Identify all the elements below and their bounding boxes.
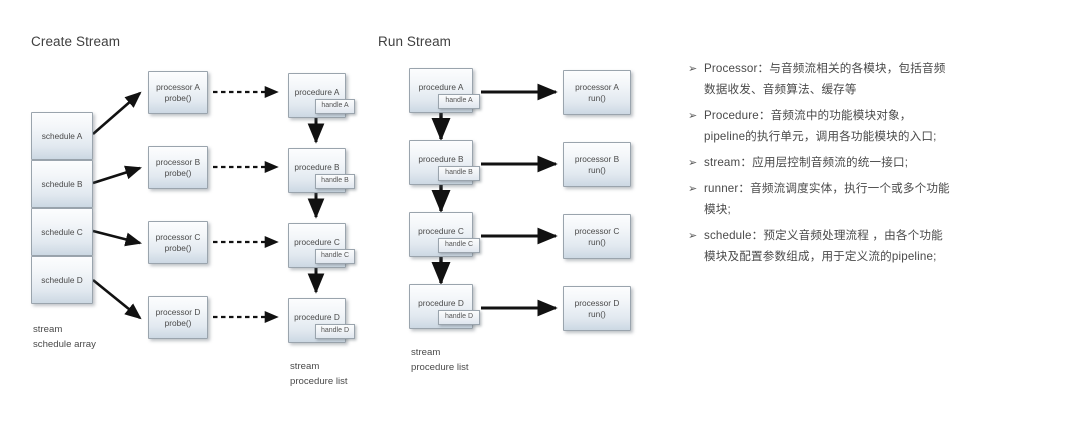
note-line: 模块;: [704, 203, 731, 216]
procedure-label: procedure C: [418, 226, 464, 236]
note-line: Procedure：音频流中的功能模块对象，: [704, 109, 912, 122]
run-procedure-box-a[interactable]: procedure A handle A: [409, 68, 480, 113]
handle-chip-d[interactable]: handle D: [315, 324, 355, 339]
create-procedure-list-caption: stream procedure list: [290, 360, 348, 390]
run-procedure-box-c[interactable]: procedure C handle C: [409, 212, 480, 257]
processor-method: probe(): [164, 242, 192, 253]
run-procedure-box-b[interactable]: procedure B handle B: [409, 140, 480, 185]
note-text: Procedure：音频流中的功能模块对象， pipeline的执行单元，调用各…: [704, 105, 936, 147]
note-line: Processor：与音频流相关的各模块，包括音频: [704, 62, 946, 75]
run-stream-title: Run Stream: [378, 34, 452, 49]
procedure-to-processor-arrows: [481, 83, 558, 317]
processor-method: probe(): [164, 92, 192, 103]
processor-name: processor C: [155, 231, 201, 242]
note-line: stream：应用层控制音频流的统一接口;: [704, 156, 909, 169]
schedule-to-processor-arrows: [92, 91, 143, 320]
note-line: 数据收发、音频算法、缓存等: [704, 83, 857, 96]
arrow-bullet-icon: ➢: [688, 109, 698, 122]
caption-line-2: schedule array: [33, 338, 96, 350]
caption-line-1: stream: [411, 347, 441, 358]
procedure-label: procedure D: [418, 298, 464, 308]
processor-method: run(): [588, 236, 606, 247]
run-procedure-list-caption: stream procedure list: [411, 346, 469, 376]
caption-line-2: procedure list: [290, 375, 348, 387]
note-text: Processor：与音频流相关的各模块，包括音频 数据收发、音频算法、缓存等: [704, 58, 945, 100]
schedule-array-caption: stream schedule array: [33, 323, 96, 353]
procedure-label: procedure A: [294, 87, 340, 97]
handle-chip-b[interactable]: handle B: [315, 174, 355, 189]
processor-name: processor A: [156, 81, 200, 92]
note-item-procedure: ➢ Procedure：音频流中的功能模块对象， pipeline的执行单元，调…: [688, 105, 1080, 147]
run-procedure-box-d[interactable]: procedure D handle D: [409, 284, 480, 329]
processor-name: processor D: [155, 306, 201, 317]
note-text: runner：音频流调度实体，执行一个或多个功能 模块;: [704, 178, 950, 220]
schedule-box-d[interactable]: schedule D: [31, 256, 93, 304]
arrow-bullet-icon: ➢: [688, 229, 698, 242]
handle-chip-a[interactable]: handle A: [315, 99, 355, 114]
processor-run-box-d[interactable]: processor D run(): [563, 286, 631, 331]
processor-name: processor B: [574, 153, 620, 164]
note-line: schedule：预定义音频处理流程 ，由各个功能: [704, 229, 943, 242]
create-stream-title: Create Stream: [31, 34, 121, 49]
arrow-bullet-icon: ➢: [688, 62, 698, 75]
processor-name: processor B: [155, 156, 201, 167]
processor-name: processor A: [575, 81, 619, 92]
create-procedure-box-d[interactable]: procedure D handle D: [288, 298, 355, 343]
note-line: pipeline的执行单元，调用各功能模块的入口;: [704, 130, 937, 143]
note-line: 模块及配置参数组成，用于定义流的pipeline;: [704, 250, 937, 263]
handle-chip-d[interactable]: handle D: [438, 310, 480, 325]
note-line: runner：音频流调度实体，执行一个或多个功能: [704, 182, 950, 195]
handle-chip-a[interactable]: handle A: [438, 94, 480, 109]
processor-probe-box-d[interactable]: processor D probe(): [148, 296, 208, 339]
processor-method: run(): [588, 308, 606, 319]
note-item-stream: ➢ stream：应用层控制音频流的统一接口;: [688, 152, 1080, 173]
processor-method: probe(): [164, 317, 192, 328]
create-procedure-box-a[interactable]: procedure A handle A: [288, 73, 355, 118]
schedule-box-c[interactable]: schedule C: [31, 208, 93, 256]
processor-probe-box-a[interactable]: processor A probe(): [148, 71, 208, 114]
note-text: schedule：预定义音频处理流程 ，由各个功能 模块及配置参数组成，用于定义…: [704, 225, 943, 267]
handle-chip-c[interactable]: handle C: [315, 249, 355, 264]
processor-to-procedure-arrows: [213, 86, 279, 323]
note-item-runner: ➢ runner：音频流调度实体，执行一个或多个功能 模块;: [688, 178, 1080, 220]
arrow-bullet-icon: ➢: [688, 182, 698, 195]
create-procedure-box-c[interactable]: procedure C handle C: [288, 223, 355, 268]
procedure-label: procedure B: [418, 154, 464, 164]
processor-method: run(): [588, 164, 606, 175]
caption-line-2: procedure list: [411, 361, 469, 373]
processor-run-box-c[interactable]: processor C run(): [563, 214, 631, 259]
note-item-schedule: ➢ schedule：预定义音频处理流程 ，由各个功能 模块及配置参数组成，用于…: [688, 225, 1080, 267]
caption-line-1: stream: [290, 361, 320, 372]
schedule-label: schedule C: [41, 226, 83, 237]
note-item-processor: ➢ Processor：与音频流相关的各模块，包括音频 数据收发、音频算法、缓存…: [688, 58, 1080, 100]
procedure-label: procedure D: [294, 312, 340, 322]
processor-name: processor D: [574, 297, 620, 308]
schedule-label: schedule A: [41, 130, 83, 141]
arrow-bullet-icon: ➢: [688, 156, 698, 169]
processor-run-box-b[interactable]: processor B run(): [563, 142, 631, 187]
note-text: stream：应用层控制音频流的统一接口;: [704, 152, 908, 173]
processor-name: processor C: [574, 225, 620, 236]
processor-probe-box-c[interactable]: processor C probe(): [148, 221, 208, 264]
processor-method: probe(): [164, 167, 192, 178]
schedule-label: schedule D: [41, 274, 83, 285]
glossary-notes-list: ➢ Processor：与音频流相关的各模块，包括音频 数据收发、音频算法、缓存…: [688, 58, 1080, 272]
schedule-box-b[interactable]: schedule B: [31, 160, 93, 208]
procedure-label: procedure C: [294, 237, 340, 247]
schedule-label: schedule B: [41, 178, 83, 189]
handle-chip-b[interactable]: handle B: [438, 166, 480, 181]
procedure-label: procedure B: [294, 162, 340, 172]
processor-probe-box-b[interactable]: processor B probe(): [148, 146, 208, 189]
processor-run-box-a[interactable]: processor A run(): [563, 70, 631, 115]
caption-line-1: stream: [33, 324, 63, 335]
schedule-box-a[interactable]: schedule A: [31, 112, 93, 160]
procedure-label: procedure A: [418, 82, 464, 92]
create-procedure-box-b[interactable]: procedure B handle B: [288, 148, 355, 193]
processor-method: run(): [588, 92, 606, 103]
handle-chip-c[interactable]: handle C: [438, 238, 480, 253]
